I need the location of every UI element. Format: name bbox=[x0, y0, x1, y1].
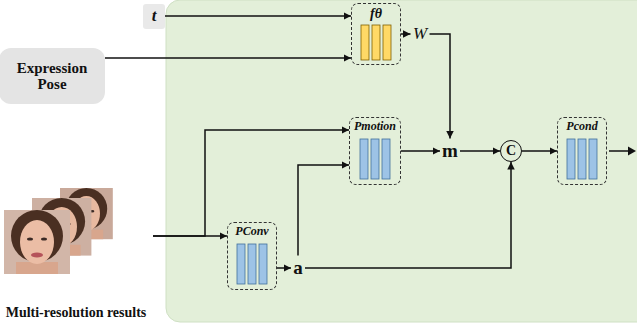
variable-node: W bbox=[411, 23, 430, 46]
conv-layer bbox=[248, 244, 256, 284]
eye bbox=[27, 237, 33, 240]
mlp-layer bbox=[383, 25, 391, 60]
connector-arrow bbox=[277, 267, 291, 269]
output-arrowhead bbox=[628, 147, 636, 156]
variable-label: W bbox=[413, 25, 427, 44]
connector-arrow bbox=[401, 33, 411, 35]
conv-layer bbox=[589, 139, 597, 179]
eye bbox=[41, 237, 47, 240]
connector-arrow bbox=[298, 165, 349, 256]
connector-arrow bbox=[105, 57, 351, 59]
network-block: Pcond bbox=[557, 117, 607, 185]
module-label: fθ bbox=[370, 6, 382, 21]
module-label: PConv bbox=[235, 225, 268, 238]
connector-arrow bbox=[430, 34, 451, 139]
output-wire bbox=[609, 150, 629, 152]
mlp-block: fθ bbox=[351, 3, 401, 65]
conv-layer bbox=[567, 139, 575, 179]
variable-label: t bbox=[152, 7, 157, 26]
concat-circle: C bbox=[500, 140, 522, 162]
conv-layer bbox=[360, 139, 368, 179]
connector-arrow bbox=[153, 130, 349, 236]
variable-label: m bbox=[442, 141, 458, 162]
conv-layer bbox=[382, 139, 390, 179]
photo-ground bbox=[4, 210, 70, 274]
conv-layer bbox=[237, 244, 245, 284]
connector-arrow bbox=[305, 162, 511, 268]
module-panel bbox=[166, 0, 637, 322]
variable-node: a bbox=[291, 256, 305, 281]
conv-layer bbox=[259, 244, 267, 284]
variable-label: a bbox=[293, 258, 303, 279]
operator-symbol: C bbox=[506, 143, 516, 158]
input-label: Multi-resolution results bbox=[2, 305, 150, 320]
connector-arrow bbox=[460, 150, 500, 152]
conv-layer bbox=[578, 139, 586, 179]
module-label: Pcond bbox=[566, 120, 597, 133]
network-block: PConv bbox=[227, 222, 277, 290]
connector-arrow bbox=[401, 150, 440, 152]
face bbox=[20, 220, 54, 264]
input-box: Expression Pose bbox=[0, 48, 105, 104]
conv-layer bbox=[371, 139, 379, 179]
network-block: Pmotion bbox=[349, 117, 401, 185]
input-label: Expression Pose bbox=[6, 60, 98, 93]
mlp-layer bbox=[372, 25, 380, 60]
input-box: t bbox=[143, 4, 165, 29]
image-input: Multi-resolution results bbox=[0, 196, 153, 322]
face-image bbox=[4, 210, 70, 274]
module-label: Pmotion bbox=[354, 120, 396, 133]
connector-arrow bbox=[165, 15, 351, 17]
variable-node: m bbox=[440, 139, 460, 164]
mlp-layer bbox=[361, 25, 369, 60]
lips bbox=[31, 253, 43, 258]
connector-arrow bbox=[522, 150, 557, 152]
